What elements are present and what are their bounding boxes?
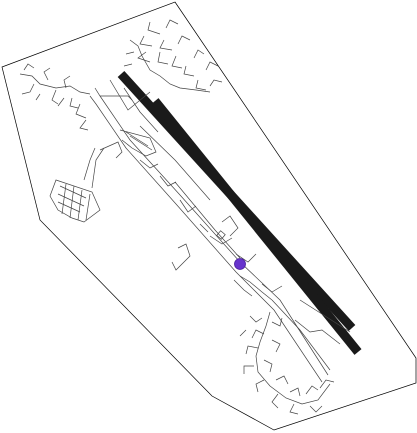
northeast-stands bbox=[123, 19, 223, 93]
northwest-spurs bbox=[19, 63, 91, 131]
west-terminal-complex bbox=[49, 147, 105, 223]
aircraft-position-marker[interactable] bbox=[234, 258, 246, 270]
south-stands bbox=[239, 311, 335, 415]
taxiway-network bbox=[83, 79, 351, 383]
runway-east-parallel bbox=[151, 98, 362, 355]
